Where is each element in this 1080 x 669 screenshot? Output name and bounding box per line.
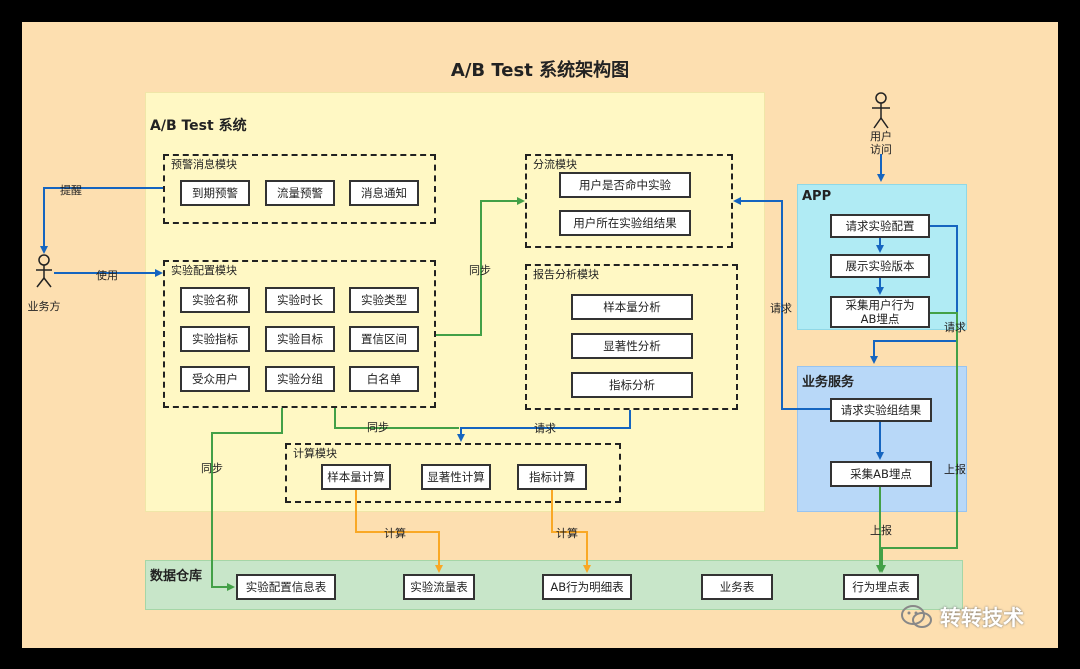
- report-module: 报告分析模块: [525, 264, 738, 410]
- split-module-title: 分流模块: [533, 158, 577, 171]
- warehouse-item-traffic-table: 实验流量表: [403, 574, 475, 600]
- edge-label-compute-detail: 计算: [556, 527, 578, 540]
- warehouse-item-ab-detail-table: AB行为明细表: [542, 574, 632, 600]
- split-item-hit: 用户是否命中实验: [559, 172, 691, 198]
- biz-item-collect-ab: 采集AB埋点: [830, 461, 932, 487]
- config-item-goal: 实验目标: [265, 326, 335, 352]
- config-module: 实验配置模块: [163, 260, 436, 408]
- alert-module: 预警消息模块: [163, 154, 436, 224]
- config-item-whitelist: 白名单: [349, 366, 419, 392]
- config-item-duration: 实验时长: [265, 287, 335, 313]
- compute-item-metric: 指标计算: [517, 464, 587, 490]
- watermark: 转转技术: [900, 602, 1024, 632]
- alert-module-title: 预警消息模块: [171, 158, 237, 171]
- diagram-title: A/B Test 系统架构图: [450, 60, 630, 81]
- report-item-significance: 显著性分析: [571, 333, 693, 359]
- edge-compute-to-detail: [551, 490, 591, 573]
- edge-biz-request-to-split: [733, 197, 830, 410]
- edge-label-request-compute: 请求: [534, 422, 556, 435]
- compute-module-title: 计算模块: [293, 447, 337, 460]
- ab-test-system-title: A/B Test 系统: [150, 118, 247, 134]
- biz-service-title: 业务服务: [802, 375, 855, 390]
- user-actor-label: 用户 访问: [870, 130, 892, 156]
- watermark-text: 转转技术: [940, 606, 1024, 630]
- config-item-metric: 实验指标: [180, 326, 250, 352]
- alert-item-traffic: 流量预警: [265, 180, 335, 206]
- app-item-request-config: 请求实验配置: [830, 214, 930, 238]
- warehouse-title: 数据仓库: [150, 569, 203, 584]
- biz-service-region: 业务服务: [797, 366, 967, 512]
- wechat-icon: [901, 605, 932, 628]
- edge-alert-to-business: [40, 187, 163, 254]
- edge-report-to-compute: [457, 410, 631, 442]
- edge-label-use: 使用: [96, 269, 118, 282]
- edge-label-request-split: 请求: [770, 302, 792, 315]
- app-item-collect-behavior: 采集用户行为 AB埋点: [830, 296, 930, 328]
- config-item-type: 实验类型: [349, 287, 419, 313]
- alert-item-expiry: 到期预警: [180, 180, 250, 206]
- report-item-metric: 指标分析: [571, 372, 693, 398]
- report-module-title: 报告分析模块: [533, 268, 599, 281]
- edge-label-request-app: 请求: [944, 321, 966, 334]
- config-module-title: 实验配置模块: [171, 264, 237, 277]
- edge-app-request-to-biz: [870, 225, 958, 364]
- biz-item-request-group: 请求实验组结果: [830, 398, 932, 422]
- app-item-show-version: 展示实验版本: [830, 254, 930, 278]
- edge-label-report-biz: 上报: [870, 524, 892, 537]
- compute-item-significance: 显著性计算: [421, 464, 491, 490]
- config-item-group: 实验分组: [265, 366, 335, 392]
- edge-label-sync-split: 同步: [469, 264, 491, 277]
- edge-collect-report-warehouse: [878, 312, 958, 573]
- config-item-audience: 受众用户: [180, 366, 250, 392]
- user-actor-figure: [872, 92, 890, 129]
- compute-item-sample: 样本量计算: [321, 464, 391, 490]
- split-item-group-result: 用户所在实验组结果: [559, 210, 691, 236]
- warehouse-item-config-table: 实验配置信息表: [236, 574, 336, 600]
- app-title: APP: [802, 189, 832, 204]
- config-item-confidence: 置信区间: [349, 326, 419, 352]
- edge-compute-to-traffic: [355, 490, 443, 573]
- warehouse-item-biz-table: 业务表: [701, 574, 773, 600]
- edge-config-sync-warehouse: [211, 408, 283, 591]
- split-module: 分流模块: [525, 154, 733, 248]
- alert-item-notify: 消息通知: [349, 180, 419, 206]
- edge-config-sync-split: [436, 197, 525, 336]
- compute-module: 计算模块: [285, 443, 621, 503]
- edge-label-compute-traffic: 计算: [384, 527, 406, 540]
- warehouse-item-event-table: 行为埋点表: [843, 574, 919, 600]
- report-item-sample: 样本量分析: [571, 294, 693, 320]
- diagram-canvas: A/B Test 系统架构图 A/B Test 系统 APP 业务服务 数据仓库…: [22, 22, 1058, 648]
- connector-lines: [36, 92, 958, 591]
- edge-label-remind: 提醒: [60, 184, 82, 197]
- edge-config-sync-compute: [334, 408, 459, 429]
- business-actor-label: 业务方: [27, 300, 61, 313]
- edge-label-report-side: 上报: [944, 463, 966, 476]
- edge-label-sync-compute: 同步: [367, 421, 389, 434]
- edge-label-sync-warehouse: 同步: [201, 462, 223, 475]
- business-actor-figure: [36, 254, 52, 288]
- config-item-name: 实验名称: [180, 287, 250, 313]
